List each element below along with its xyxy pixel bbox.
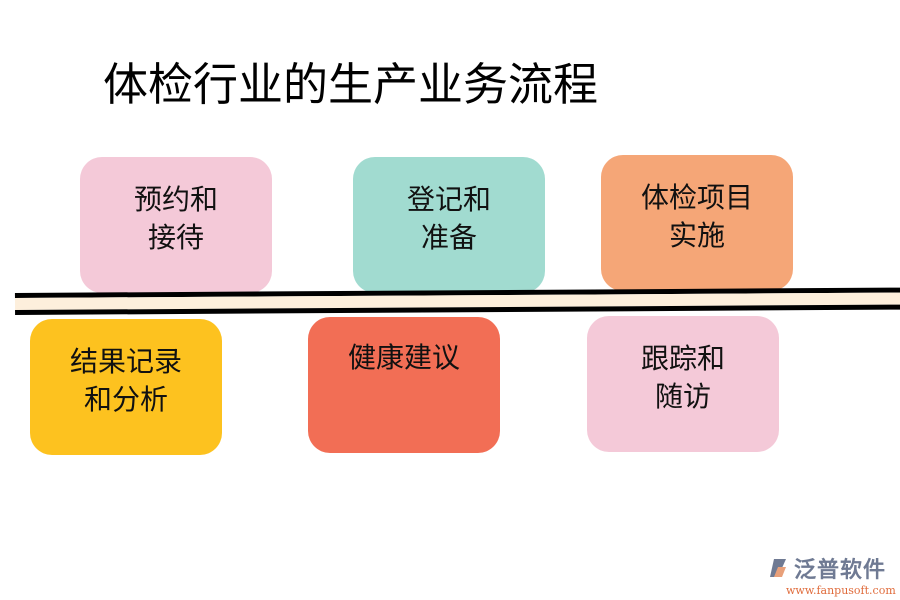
step-label: 体检项目 实施 [640, 181, 753, 252]
step-registration: 登记和 准备 [353, 157, 545, 293]
step-label: 健康建议 [347, 341, 460, 374]
step-label: 结果记录 和分析 [69, 345, 182, 416]
timeline-band [14, 287, 900, 315]
step-appointment: 预约和 接待 [80, 157, 272, 293]
step-health-advice: 健康建议 [308, 317, 500, 453]
page-title: 体检行业的生产业务流程 [103, 58, 599, 111]
step-label: 登记和 准备 [406, 183, 491, 254]
fanpu-logo: 泛普软件 www.fanpusoft.com [768, 552, 896, 597]
step-follow-up: 跟踪和 随访 [587, 316, 779, 452]
logo-url: www.fanpusoft.com [786, 584, 896, 597]
step-label: 预约和 接待 [133, 183, 218, 254]
logo-name: 泛普软件 [794, 558, 887, 583]
logo-icon [770, 559, 786, 577]
step-results-analysis: 结果记录 和分析 [30, 319, 222, 455]
step-examination: 体检项目 实施 [601, 155, 793, 291]
step-label: 跟踪和 随访 [640, 342, 725, 413]
